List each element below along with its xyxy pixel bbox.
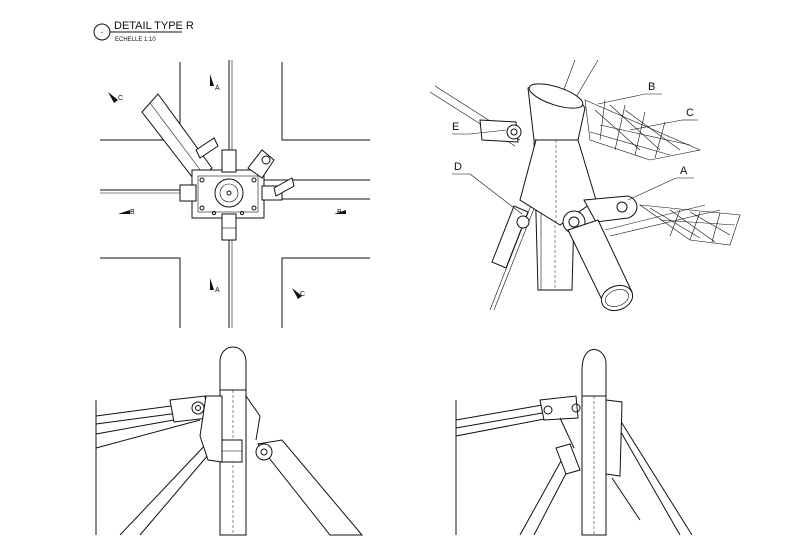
callout-e: E (452, 121, 507, 135)
elev-right-plate (605, 399, 623, 477)
elev-left-stays (95, 403, 201, 449)
plan-view: A A B B C C (100, 60, 370, 328)
svg-text:E: E (452, 121, 459, 133)
section-marker-b-left: B (118, 209, 135, 216)
svg-text:A: A (680, 165, 688, 177)
elevation-left (95, 346, 364, 536)
callout-b: B (597, 81, 662, 105)
svg-text:C: C (118, 95, 123, 102)
section-marker-a-top: A (210, 74, 220, 92)
section-marker-b-right: B (334, 209, 346, 216)
svg-text:C: C (686, 107, 694, 119)
svg-text:B: B (130, 209, 135, 216)
plan-clevis-bottom (221, 213, 237, 241)
svg-text:C: C (300, 291, 305, 298)
membrane-net-right (638, 204, 741, 246)
svg-text:B: B (648, 81, 655, 93)
axo-lug-a (583, 195, 638, 223)
plan-mast-head (214, 178, 244, 208)
detail-title: DETAIL TYPE R (114, 20, 194, 32)
plan-clevis-left (179, 184, 197, 202)
title-block: - DETAIL TYPE R ECHELLE 1:10 (93, 20, 194, 43)
section-marker-c-top: C (108, 92, 123, 103)
svg-text:B: B (337, 209, 342, 216)
plan-plate-bolts (199, 177, 257, 216)
callout-c: C (629, 107, 698, 131)
membrane-net-top (584, 99, 701, 161)
detail-symbol-text: - (101, 30, 104, 37)
section-marker-c-bottom: C (292, 288, 305, 299)
detail-scale: ECHELLE 1:10 (115, 37, 156, 43)
elevation-right (455, 349, 693, 536)
plan-clevis-top (221, 149, 237, 173)
callout-a: A (627, 165, 694, 201)
svg-text:A: A (215, 287, 220, 294)
elev-left-gusset (199, 395, 223, 463)
plan-lug-plate (247, 149, 275, 179)
elev-right-adjuster (555, 443, 581, 475)
callout-d: D (452, 161, 523, 215)
axonometric-view: B C A E D (429, 59, 741, 312)
elev-left-tube (257, 439, 364, 536)
plan-diagonal-strut (141, 93, 213, 183)
svg-text:A: A (215, 85, 220, 92)
svg-text:D: D (454, 161, 462, 173)
elev-right-stays (455, 403, 561, 437)
axo-gusset-plate (519, 139, 597, 226)
plan-adjuster (195, 137, 219, 159)
section-marker-a-bottom: A (210, 278, 220, 294)
